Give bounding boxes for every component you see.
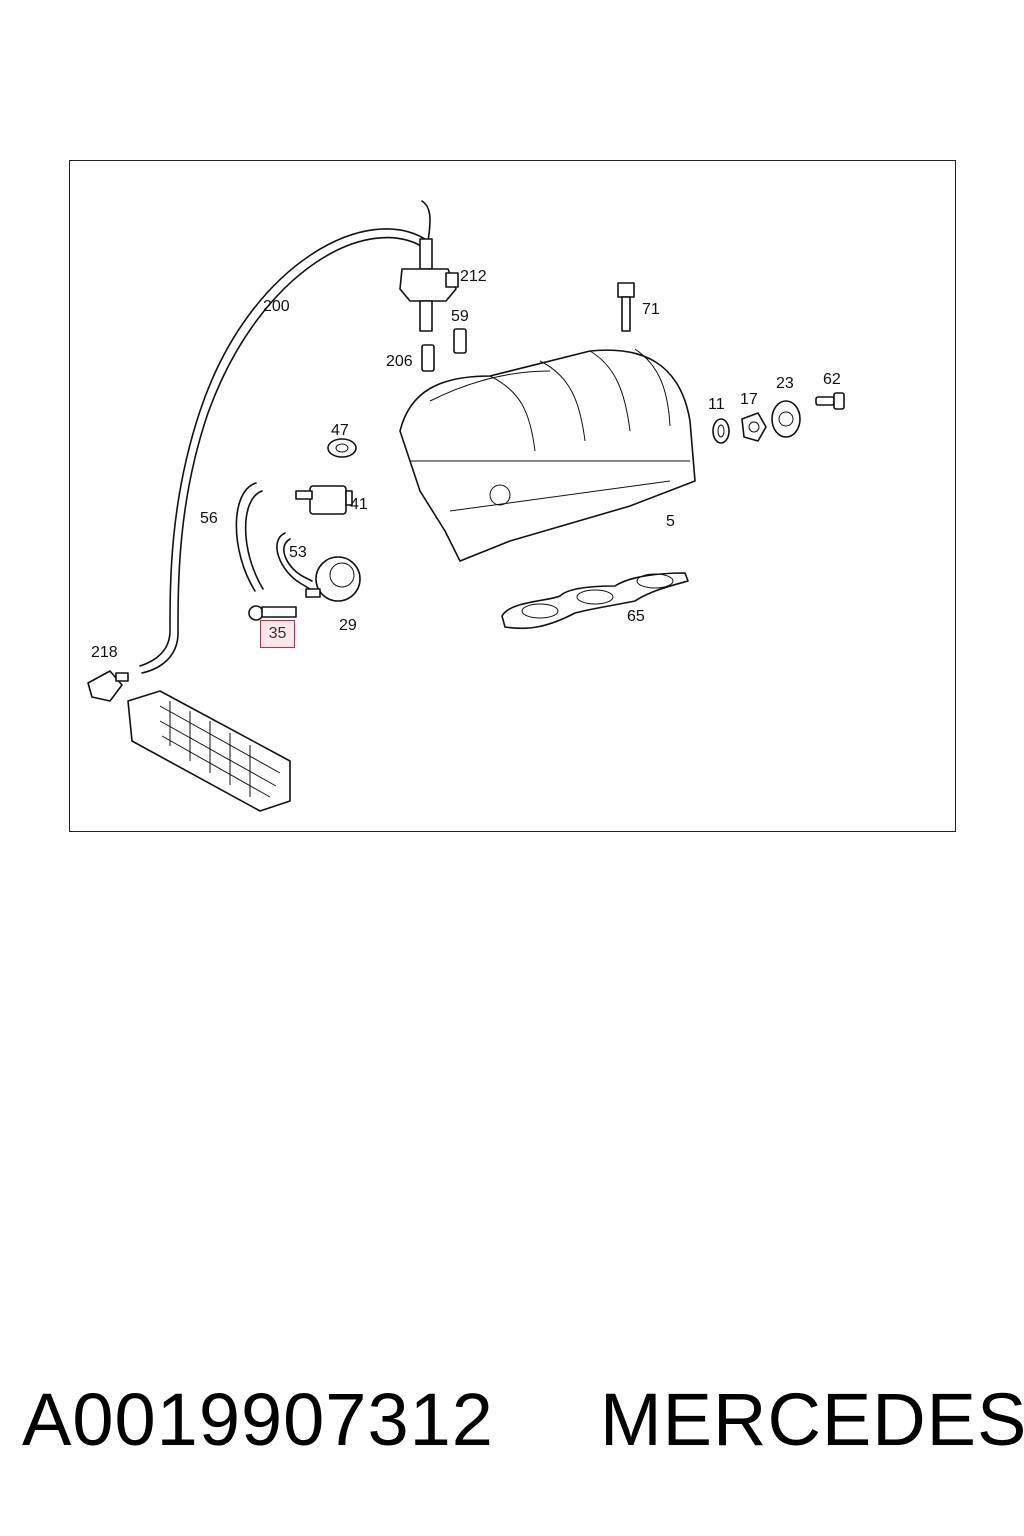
part-5-intake-manifold bbox=[399, 348, 696, 562]
callout-17: 17 bbox=[740, 391, 758, 408]
part-206-tube bbox=[421, 344, 435, 372]
part-23-flange bbox=[771, 400, 801, 438]
part-65-gasket bbox=[501, 572, 689, 630]
part-47-grommet bbox=[327, 438, 357, 458]
part-71-bolt bbox=[617, 282, 635, 332]
highlighted-callout-35[interactable]: 35 bbox=[260, 620, 295, 648]
part-number: A0019907312 bbox=[22, 1378, 494, 1461]
callout-218: 218 bbox=[91, 644, 118, 661]
intake-grille bbox=[127, 690, 291, 812]
callout-47: 47 bbox=[331, 422, 349, 439]
part-56-hose bbox=[235, 482, 264, 592]
part-200-hose bbox=[139, 200, 431, 674]
callout-200: 200 bbox=[263, 298, 290, 315]
part-41-valve bbox=[295, 485, 353, 515]
callout-212: 212 bbox=[460, 268, 487, 285]
part-53-hose bbox=[276, 532, 313, 590]
part-17-fitting bbox=[741, 412, 767, 442]
callout-41: 41 bbox=[350, 496, 368, 513]
callout-206: 206 bbox=[386, 353, 413, 370]
part-218-connector bbox=[87, 670, 129, 702]
callout-23: 23 bbox=[776, 375, 794, 392]
callout-65: 65 bbox=[627, 608, 645, 625]
part-59-tube bbox=[453, 328, 467, 354]
callout-62: 62 bbox=[823, 371, 841, 388]
callout-56: 56 bbox=[200, 510, 218, 527]
callout-11: 11 bbox=[708, 396, 725, 413]
callout-71: 71 bbox=[642, 301, 660, 318]
part-35-bolt bbox=[248, 605, 297, 621]
footer: A0019907312 MERCEDES bbox=[0, 1370, 1024, 1470]
callout-29: 29 bbox=[339, 617, 357, 634]
part-212-valve bbox=[399, 238, 459, 332]
part-11-ring bbox=[712, 418, 730, 444]
part-29-vacuum-unit bbox=[305, 556, 361, 602]
exploded-parts-diagram: 200 212 59 206 71 47 41 56 53 29 218 11 … bbox=[87, 200, 845, 812]
callout-59: 59 bbox=[451, 308, 469, 325]
diagram-frame: 200 212 59 206 71 47 41 56 53 29 218 11 … bbox=[69, 160, 956, 832]
callout-5: 5 bbox=[666, 513, 675, 530]
brand-name: MERCEDES bbox=[600, 1378, 1024, 1461]
callout-53: 53 bbox=[289, 544, 307, 561]
part-62-bolt bbox=[815, 392, 845, 410]
